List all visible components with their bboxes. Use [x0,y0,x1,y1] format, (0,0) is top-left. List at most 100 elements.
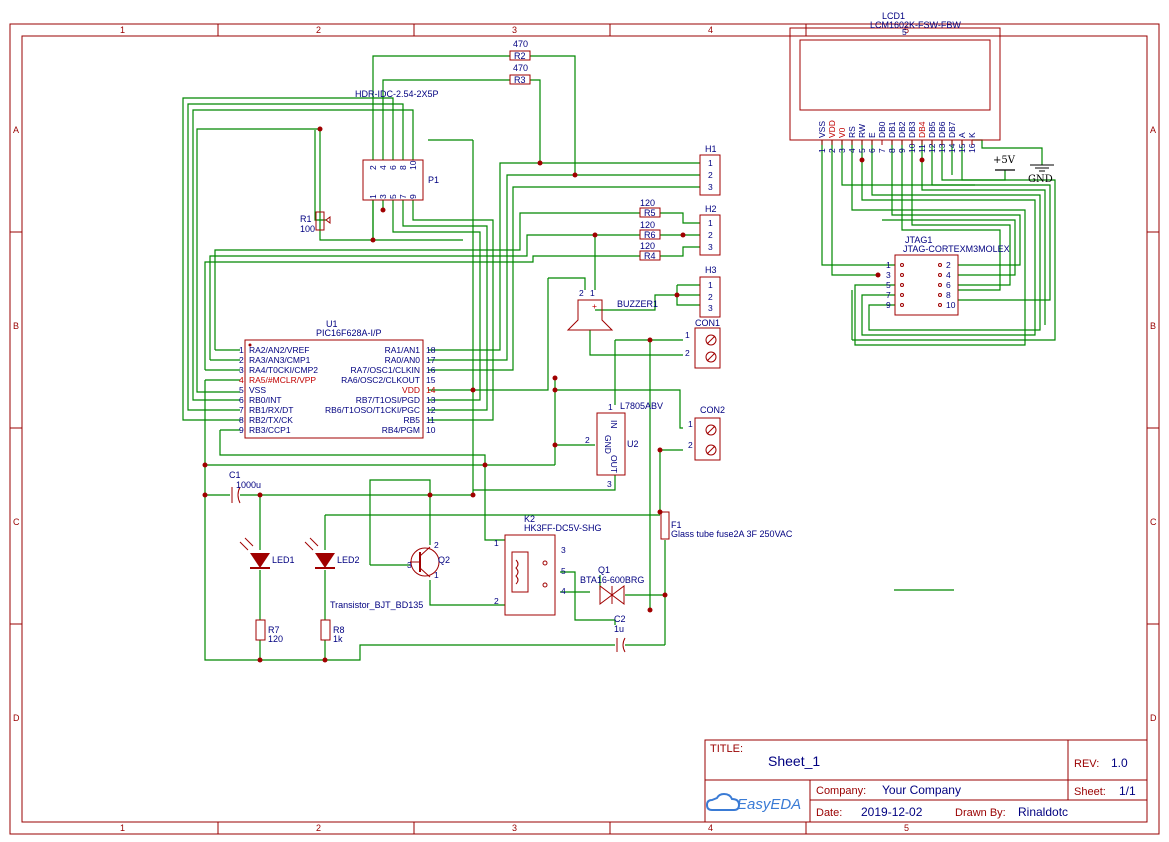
r8-value: 1k [333,634,343,644]
f1-ref: F1 [671,520,682,530]
u1-ref: U1 [326,319,338,329]
u1-pin-name: RA1/AN1 [385,345,421,355]
vcc-label: +5V [993,155,1016,166]
q2-transistor [410,546,440,578]
q1-triac [599,585,625,605]
u1-mcu [244,339,424,439]
jtag-pad [938,283,942,287]
lcd-pin-number: 13 [937,143,947,153]
lcd-pin-number: 4 [847,148,857,153]
row-label: B [13,321,19,331]
u1-pin-number: 5 [239,385,244,395]
lcd-pin-number: 14 [947,143,957,153]
u2-in-label: IN [609,420,619,429]
sheet-value: 1/1 [1119,784,1136,798]
lcd-pin-number: 3 [837,148,847,153]
r4-value: 120 [640,241,655,251]
title-block [704,739,1148,823]
lcd-pin-number: 11 [917,144,927,153]
u1-pin-number: 6 [239,395,244,405]
lcd-pin-name: VDD [827,120,837,138]
lcd-value: LCM1602K-FSW-FBW [870,20,961,30]
buzzer-pin: 2 [579,288,584,298]
jtag-pad [938,263,942,267]
u1-pin-number: 9 [239,425,244,435]
inner-frame [21,35,1148,823]
r6-ref: R6 [644,230,656,240]
u2-pin: 1 [608,402,613,412]
u2-pin: 2 [585,435,590,445]
u2-gnd-label: GND [603,435,613,454]
sheet-label: Sheet: [1074,786,1106,798]
k2-value: HK3FF-DC5V-SHG [524,523,602,533]
u1-pin-number: 4 [239,375,244,385]
row-label: D [1150,713,1157,723]
u1-value: PIC16F628A-I/P [316,328,382,338]
h3-pin: 2 [708,292,713,302]
u1-pin-number: 11 [426,415,435,425]
c1-value: 1000u [236,480,261,490]
r2-value: 470 [513,39,528,49]
c2-capacitor [616,637,626,653]
p1-pin-number: 6 [388,165,398,170]
lcd-pin-number: 12 [927,143,937,153]
col-label: 3 [512,823,517,833]
lcd-pin-name: A [957,132,967,138]
u1-pin-name: RB6/T1OSO/T1CKI/PGC [325,405,420,415]
u1-pin-name: RB0/INT [249,395,282,405]
q1-ref: Q1 [598,565,610,575]
col-label: 2 [316,823,321,833]
h3-ref: H3 [705,265,717,275]
jtag-pad [938,273,942,277]
h3-pin: 1 [708,280,713,290]
con2-pin: 2 [688,440,693,450]
lcd-pin-label: 5 [902,27,907,37]
r8-ref: R8 [333,625,345,635]
lcd-pin-number: 5 [857,148,867,153]
c1-capacitor [231,486,241,504]
jtag-pad [900,283,904,287]
lcd-pin-number: 1 [817,148,827,153]
c2-ref: C2 [614,614,626,624]
rev-value: 1.0 [1111,756,1128,770]
row-label: A [13,125,19,135]
u1-pin-number: 13 [426,395,436,405]
u1-pin-name: RA3/AN3/CMP1 [249,355,311,365]
p1-value: HDR-IDC-2.54-2X5P [355,89,439,99]
p1-pin-number: 10 [408,160,418,170]
u1-pin-number: 16 [426,365,436,375]
u1-pin-name: VDD [402,385,420,395]
h2-connector [699,214,721,256]
k2-pin: 1 [494,538,499,548]
led2-symbol [304,537,335,569]
f1-value: Glass tube fuse2A 3F 250VAC [671,529,793,539]
jtag-pin-number: 4 [946,270,951,280]
jtag-pin-number: 1 [886,260,891,270]
r4-ref: R4 [644,251,656,261]
u1-pin-name: RB4/PGM [382,425,420,435]
k2-pin: 4 [561,586,566,596]
led1-symbol [239,537,270,569]
c1-ref: C1 [229,470,241,480]
q2-pin: 2 [434,540,439,550]
p1-header [362,159,424,201]
led1-ref: LED1 [272,555,295,565]
u1-pin-name: RA2/AN2/VREF [249,345,309,355]
q1-value: BTA16-600BRG [580,575,644,585]
col-label: 3 [512,25,517,35]
h3-connector [699,276,721,318]
jtag-pin-number: 7 [886,290,891,300]
r8-resistor [320,619,331,641]
p1-pin-number: 4 [378,165,388,170]
jtag-pin-number: 9 [886,300,891,310]
row-label: A [1150,125,1156,135]
p1-pin-number: 5 [388,194,398,199]
lcd-pin-number: 10 [907,143,917,153]
h1-connector [699,154,721,196]
u1-pin-name: RA7/OSC1/CLKIN [351,365,420,375]
u1-pin-name: RB2/TX/CK [249,415,293,425]
col-label: 4 [708,823,713,833]
lcd-pin-number: 2 [827,148,837,153]
